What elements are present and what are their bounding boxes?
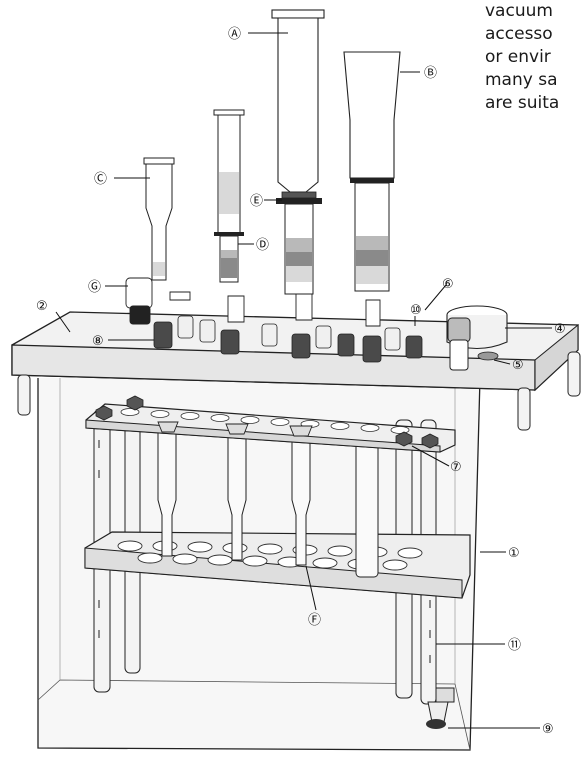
callout-2: ② [36, 299, 48, 314]
callout-7: ⑦ [450, 460, 462, 475]
vacuum-gauge [446, 305, 508, 371]
body-text-line: or envir [485, 47, 551, 67]
callout-4: ④ [554, 322, 566, 337]
callout-E: Ⓔ [250, 194, 263, 209]
callout-A: Ⓐ [228, 27, 241, 42]
stopcocks [125, 277, 381, 327]
body-text-line: accesso [485, 24, 553, 44]
callout-11: ⑪ [508, 638, 521, 653]
callout-8: ⑧ [92, 334, 104, 349]
callout-F: Ⓕ [308, 613, 321, 628]
callout-5: ⑤ [512, 358, 524, 373]
callout-D: Ⓓ [256, 238, 269, 253]
callout-1: ① [508, 546, 520, 561]
collection-tubes [157, 424, 379, 578]
body-text-line: are suita [485, 93, 560, 113]
reservoir-B [343, 51, 401, 292]
large-reservoir-A [271, 9, 325, 295]
body-text-line: vacuum [485, 1, 553, 21]
callout-9: ⑨ [542, 722, 554, 737]
callout-B: Ⓑ [424, 66, 437, 81]
body-text-fragment: vacuum accesso or envir many sa are suit… [485, 0, 581, 115]
drain-fitting [426, 687, 455, 729]
callout-G: Ⓖ [88, 280, 101, 295]
funnel-reservoir-C [143, 157, 175, 281]
lid-valves [153, 315, 423, 363]
rod-notches [98, 440, 431, 663]
leader-lines [55, 32, 552, 729]
rack-screws [95, 395, 439, 449]
callout-labels: Ⓐ Ⓑ Ⓒ Ⓓ Ⓔ Ⓕ Ⓖ ① ② ④ ⑤ ⑥ ⑦ ⑧ ⑨ ⑩ ⑪ [36, 27, 566, 737]
callout-10: ⑩ [410, 303, 422, 318]
spe-cartridge-D [213, 109, 245, 283]
upper-rack [85, 403, 456, 453]
callout-6: ⑥ [442, 277, 454, 292]
body-text-line: many sa [485, 70, 558, 90]
callout-C: Ⓒ [94, 172, 107, 187]
